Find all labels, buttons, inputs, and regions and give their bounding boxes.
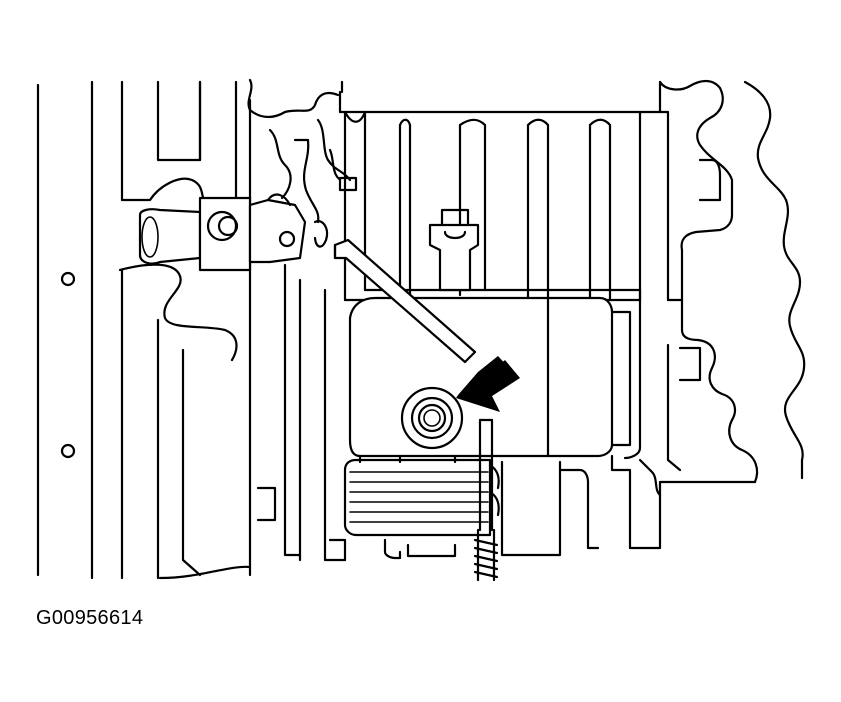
mounting-hole [60, 271, 76, 287]
upper-casting [247, 78, 662, 200]
spring-rod [473, 418, 500, 582]
oil-strainer [328, 454, 492, 562]
shift-linkage [138, 138, 358, 272]
mounting-hole [60, 443, 76, 459]
linkage-rod [333, 238, 477, 364]
valve-body [343, 110, 642, 302]
drain-plug-icon [400, 386, 464, 450]
black-arrow-icon [456, 356, 520, 412]
figure-id-label: G00956614 [36, 607, 144, 629]
right-lower-block [500, 454, 662, 557]
left-housing-frame [36, 80, 277, 580]
right-casting [658, 79, 806, 497]
